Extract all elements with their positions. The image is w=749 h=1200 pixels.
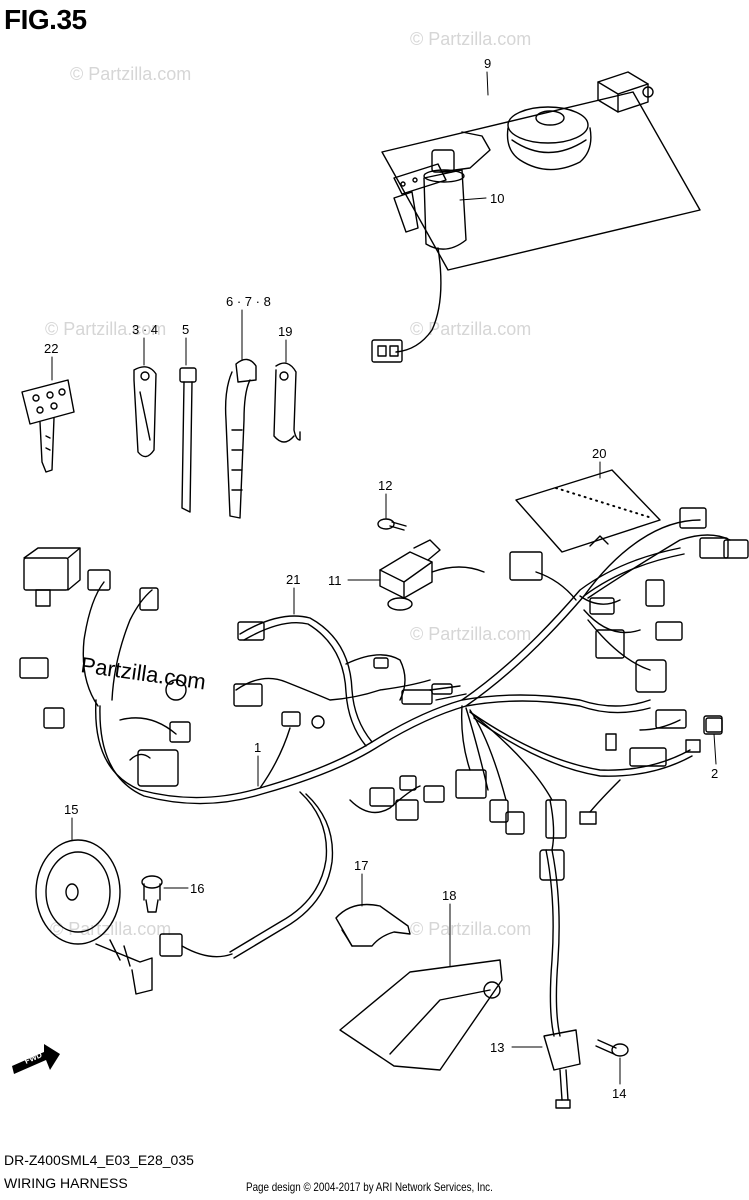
- part-15-horn: [35, 839, 233, 995]
- callout-20: 20: [592, 446, 606, 461]
- callout-5: 5: [182, 322, 189, 337]
- part-5-tie: [179, 367, 197, 513]
- callout-22: 22: [44, 341, 58, 356]
- callout-21: 21: [286, 572, 300, 587]
- part-16-bolt: [141, 875, 163, 913]
- callout-18: 18: [442, 888, 456, 903]
- part-20-label: [515, 469, 661, 553]
- watermark: © Partzilla.com: [410, 919, 531, 939]
- callout-13: 13: [490, 1040, 504, 1055]
- callout-17: 17: [354, 858, 368, 873]
- part-6-7-8-clamp: [224, 358, 257, 519]
- part-22-key: [21, 379, 75, 473]
- callout-12: 12: [378, 478, 392, 493]
- callout-9: 9: [484, 56, 491, 71]
- fwd-arrow-icon: FWD: [12, 1044, 60, 1074]
- callout-16: 16: [190, 881, 204, 896]
- callout-1: 1: [254, 740, 261, 755]
- harness-connectors: [19, 507, 749, 839]
- part-9-lock-set: [371, 71, 701, 363]
- watermark: © Partzilla.com: [70, 64, 191, 84]
- part-11-switch: [379, 539, 485, 611]
- watermark: © Partzilla.com: [410, 29, 531, 49]
- part-17-cover: [335, 903, 411, 947]
- callout-3-4: 3 · 4: [132, 322, 158, 337]
- callout-11: 11: [328, 573, 342, 588]
- part-12-screw: [377, 518, 407, 531]
- leader-lines: [51, 71, 717, 1085]
- watermark: © Partzilla.com: [410, 624, 531, 644]
- callouts: 9 10 22 3 · 4 5 6 · 7 · 8 19 20 12 11 21…: [44, 56, 718, 1101]
- callout-6-7-8: 6 · 7 · 8: [226, 294, 271, 309]
- part-1-main-harness: [82, 519, 731, 959]
- part-13-switch: [539, 849, 581, 1109]
- callout-2: 2: [711, 766, 718, 781]
- callout-14: 14: [612, 1086, 626, 1101]
- part-2-fuse: [705, 717, 723, 733]
- section-name: WIRING HARNESS: [4, 1175, 128, 1191]
- watermark: © Partzilla.com: [45, 319, 166, 339]
- part-18-bracket: [339, 959, 503, 1071]
- watermark: © Partzilla.com: [50, 919, 171, 939]
- callout-10: 10: [490, 191, 504, 206]
- watermark-main: Partzilla.com: [79, 652, 207, 694]
- model-code: DR-Z400SML4_E03_E28_035: [4, 1152, 194, 1168]
- watermarks: © Partzilla.com © Partzilla.com © Partzi…: [45, 29, 531, 939]
- part-19-clamp: [273, 362, 301, 443]
- callout-19: 19: [278, 324, 292, 339]
- figure-title: FIG.35: [4, 4, 87, 35]
- part-3-4-clamp: [133, 366, 157, 458]
- part-14-screw: [595, 1039, 629, 1057]
- watermark: © Partzilla.com: [410, 319, 531, 339]
- callout-15: 15: [64, 802, 78, 817]
- page-credit: Page design © 2004-2017 by ARI Network S…: [246, 1180, 493, 1194]
